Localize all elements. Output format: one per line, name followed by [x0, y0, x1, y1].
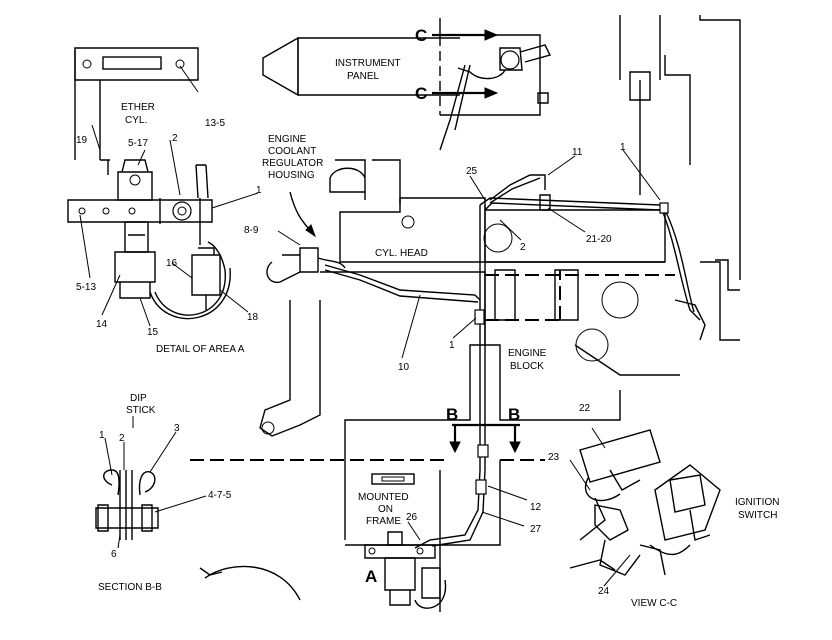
coolant-housing-label-1: ENGINE	[268, 134, 307, 145]
ignition-switch-label-2: SWITCH	[738, 510, 777, 521]
coolant-housing-label-3: REGULATOR	[262, 158, 323, 169]
callout-1-block: 1	[449, 340, 455, 351]
engine-body: ENGINE COOLANT REGULATOR HOUSING CYL. HE…	[190, 15, 741, 612]
callout-11: 11	[572, 147, 583, 158]
callout-22: 22	[579, 403, 591, 414]
callout-2-dip: 2	[119, 433, 125, 444]
callout-27: 27	[530, 524, 542, 535]
view-b-letter-left: B	[446, 405, 458, 424]
callout-18: 18	[247, 312, 259, 323]
callout-14: 14	[96, 319, 108, 330]
callout-23: 23	[548, 452, 560, 463]
callout-21-20: 21-20	[586, 234, 612, 245]
coolant-housing-label-2: COOLANT	[268, 146, 316, 157]
callout-3-dip: 3	[174, 423, 180, 434]
instrument-panel-label-1: INSTRUMENT	[335, 58, 401, 69]
mounted-on-frame-label-3: FRAME	[366, 516, 401, 527]
mounted-on-frame-label-2: ON	[378, 504, 393, 515]
callout-5-13: 5-13	[76, 282, 96, 293]
dip-stick-label-2: STICK	[126, 405, 156, 416]
callout-1-dip: 1	[99, 430, 105, 441]
view-c-letter-bottom: C	[415, 84, 427, 103]
wiring-harness: B B 25 11 1 2 21-20 8-9 10 1 12 27	[244, 142, 701, 549]
callout-8-9: 8-9	[244, 225, 259, 236]
engine-block-label-2: BLOCK	[510, 361, 544, 372]
callout-1-top: 1	[620, 142, 626, 153]
callout-13-5: 13-5	[205, 118, 225, 129]
dip-stick-label-1: DIP	[130, 393, 147, 404]
detail-area-a-label: DETAIL OF AREA A	[156, 344, 245, 355]
view-a-letter: A	[365, 567, 377, 586]
callout-25: 25	[466, 166, 478, 177]
view-cc-label: VIEW C-C	[631, 598, 677, 609]
frame-mount-area: MOUNTED ON FRAME 26 A	[358, 473, 447, 609]
callout-19: 19	[76, 135, 88, 146]
callout-1-detail: 1	[256, 185, 262, 196]
callout-4-7-5: 4-7-5	[208, 490, 232, 501]
callout-6: 6	[111, 549, 117, 560]
coolant-housing-label-4: HOUSING	[268, 170, 315, 181]
callout-2-head: 2	[520, 242, 526, 253]
view-b-letter-right: B	[508, 405, 520, 424]
instrument-panel-label-2: PANEL	[347, 71, 379, 82]
section-bb-label: SECTION B-B	[98, 582, 162, 593]
engine-block-label-1: ENGINE	[508, 348, 547, 359]
callout-26: 26	[406, 512, 418, 523]
callout-24: 24	[598, 586, 610, 597]
callout-2-detail: 2	[172, 133, 178, 144]
cyl-head-label: CYL. HEAD	[375, 248, 428, 259]
ignition-switch-view: 22 23 24 IGNITION SWITCH VIEW C-C	[548, 403, 779, 609]
view-c-letter-top: C	[415, 26, 427, 45]
callout-16: 16	[166, 258, 178, 269]
ether-cyl-label-1: ETHER	[121, 102, 155, 113]
callout-5-17: 5-17	[128, 138, 148, 149]
dip-stick-section: DIP STICK 1 2 3 4-7-5 6 SECTION B-B	[95, 393, 301, 601]
callout-10: 10	[398, 362, 410, 373]
ether-cyl-label-2: CYL.	[125, 115, 147, 126]
callout-15: 15	[147, 327, 159, 338]
ether-cylinder-detail: ETHER CYL. 19	[67, 47, 262, 355]
mounted-on-frame-label-1: MOUNTED	[358, 492, 409, 503]
instrument-panel-view: INSTRUMENT PANEL C C	[262, 18, 552, 151]
callout-12: 12	[530, 502, 542, 513]
ignition-switch-label-1: IGNITION	[735, 497, 779, 508]
